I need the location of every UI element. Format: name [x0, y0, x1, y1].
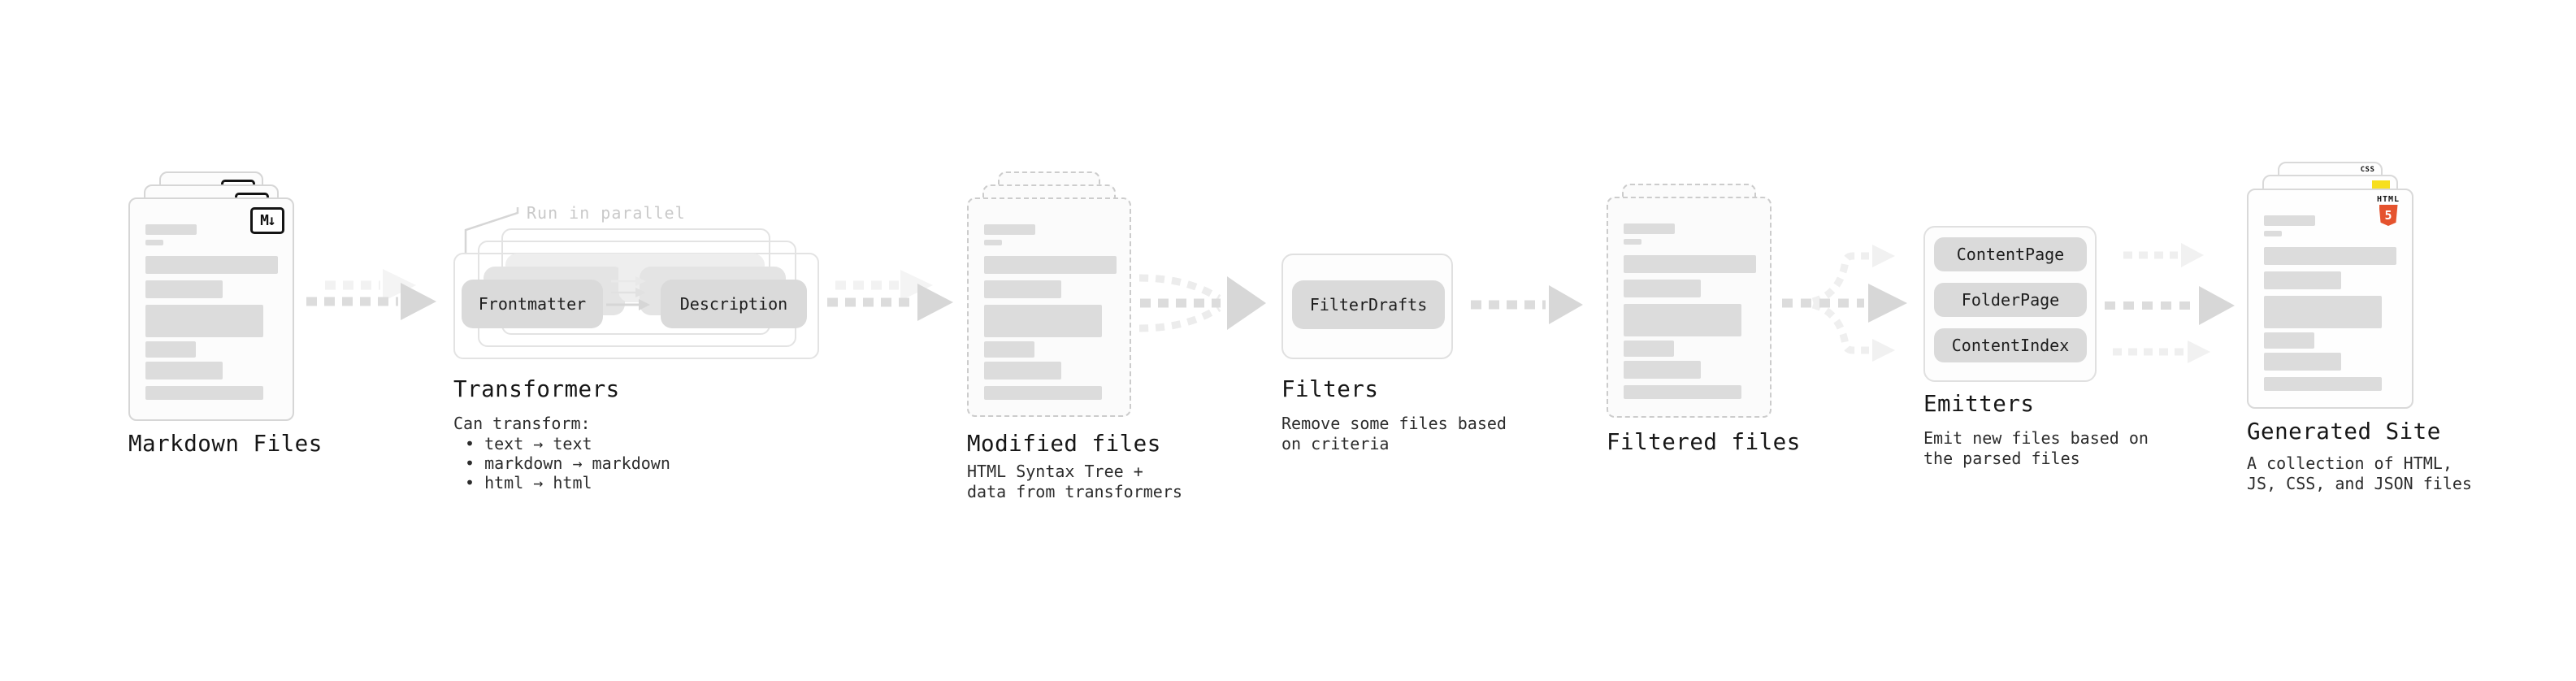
- emitter-box-contentindex: ContentIndex: [1934, 328, 2087, 362]
- stage-label-markdown-files: Markdown Files: [128, 431, 323, 457]
- arrow-markdown-to-transformers: [306, 269, 436, 320]
- emitter-box-contentpage: ContentPage: [1934, 237, 2087, 271]
- markdown-file-card-front: M↓: [128, 197, 294, 421]
- filter-box-filterdrafts: FilterDrafts: [1292, 280, 1445, 329]
- html5-icon-shield: 5: [2379, 205, 2398, 226]
- arrow-emitters-to-generated: [2105, 243, 2235, 363]
- generated-file-card-html: HTML 5: [2247, 189, 2413, 409]
- html5-icon-label: HTML: [2376, 195, 2400, 204]
- bullet-item: • html → html: [465, 473, 592, 492]
- stage-label-filtered-files: Filtered files: [1607, 429, 1801, 455]
- stage-label-modified-files: Modified files: [967, 431, 1161, 457]
- html5-icon: HTML 5: [2376, 195, 2400, 226]
- filters-desc: Remove some files based on criteria: [1281, 414, 1507, 454]
- stage-label-generated-site: Generated Site: [2247, 419, 2441, 445]
- transformer-box-frontmatter: Frontmatter: [462, 280, 603, 328]
- modified-file-card-front: [967, 197, 1131, 417]
- desc-line: JS, CSS, and JSON files: [2247, 474, 2472, 493]
- arrow-modified-to-filters: [1138, 274, 1266, 332]
- transformer-box-description: Description: [661, 280, 807, 328]
- file-content-placeholder: [969, 199, 1130, 400]
- filtered-file-card-front: [1607, 197, 1772, 418]
- desc-line: the parsed files: [1923, 449, 2080, 468]
- desc-line: data from transformers: [967, 482, 1182, 501]
- file-content-placeholder: [1608, 198, 1770, 399]
- desc-line: Remove some files based: [1281, 414, 1507, 433]
- emitter-box-folderpage: FolderPage: [1934, 283, 2087, 317]
- run-in-parallel-note: Run in parallel: [527, 203, 686, 223]
- desc-line: Emit new files based on: [1923, 428, 2149, 448]
- stage-label-transformers: Transformers: [453, 376, 620, 402]
- arrow-filtered-to-emitters: [1782, 245, 1907, 362]
- bullet-item: • text → text: [465, 434, 592, 453]
- generated-site-desc: A collection of HTML, JS, CSS, and JSON …: [2247, 453, 2472, 494]
- desc-line: HTML Syntax Tree +: [967, 462, 1143, 481]
- desc-line: on criteria: [1281, 434, 1390, 453]
- file-content-placeholder: [130, 199, 293, 400]
- desc-line: A collection of HTML,: [2247, 453, 2452, 473]
- modified-files-desc: HTML Syntax Tree + data from transformer…: [967, 462, 1182, 502]
- markdown-icon: M↓: [250, 207, 284, 234]
- file-content-placeholder: [2249, 190, 2412, 391]
- stage-label-filters: Filters: [1281, 376, 1379, 402]
- bullet-item: • markdown → markdown: [465, 453, 670, 473]
- transformers-bullet-list: • text → text • markdown → markdown • ht…: [453, 434, 670, 492]
- arrow-transformers-to-modified: [827, 270, 953, 321]
- transformers-desc-title: Can transform:: [453, 414, 591, 433]
- emitters-desc: Emit new files based on the parsed files: [1923, 428, 2149, 469]
- stage-label-emitters: Emitters: [1923, 391, 2035, 417]
- js-icon: [2372, 180, 2390, 189]
- arrow-filters-to-filtered: [1471, 285, 1583, 324]
- css-icon-label: CSS: [2360, 166, 2375, 174]
